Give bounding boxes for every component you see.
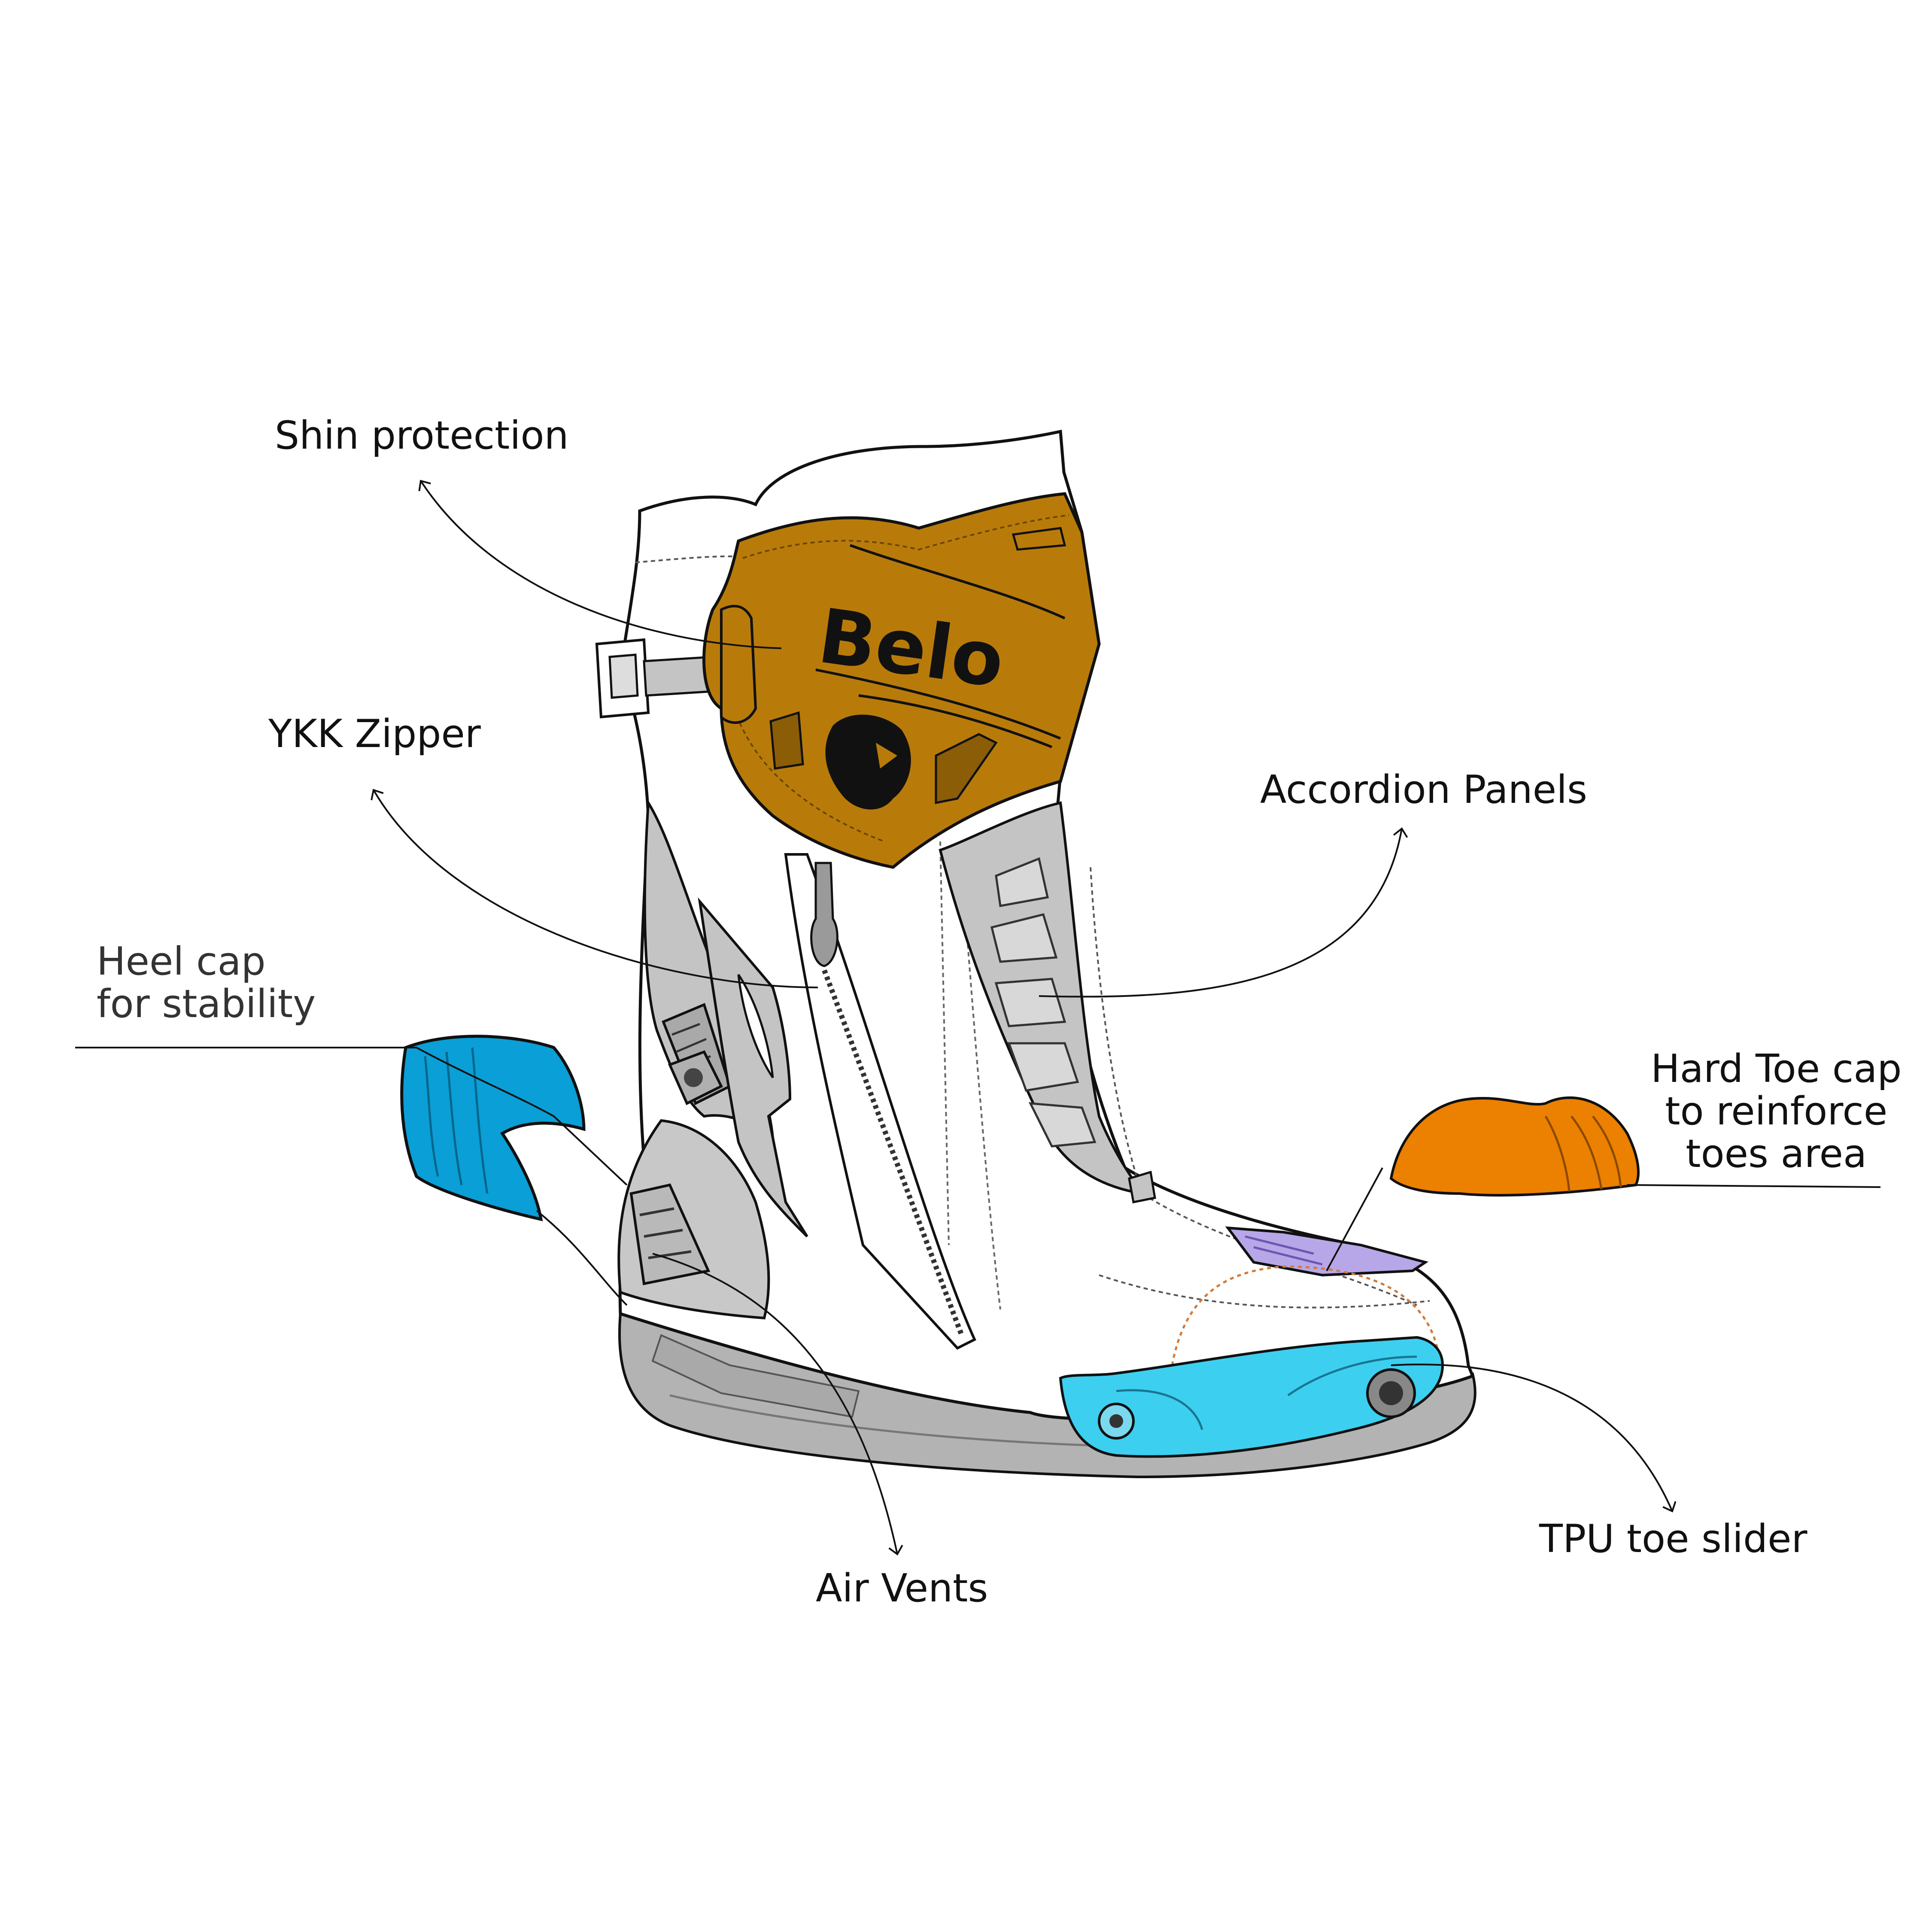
air-vents-label: Air Vents — [816, 1566, 988, 1611]
shin-guard-part — [702, 492, 1101, 869]
heel-cap-label-line-1: Heel cap — [97, 939, 266, 984]
ykk-zipper-label: YKK Zipper — [268, 711, 481, 756]
zipper-track — [784, 853, 976, 1350]
toe-slider-leader-line — [1391, 1364, 1677, 1513]
accordion-leader-line — [1039, 827, 1408, 998]
hard-toe-cap-label-line-1: Hard Toe cap — [1651, 1046, 1902, 1091]
bear-head-logo — [825, 714, 911, 810]
shin-protection-label: Shin protection — [275, 413, 569, 458]
hard-toe-cap-label-line-2: to reinforce — [1665, 1089, 1888, 1134]
shin-side-vent — [935, 733, 998, 805]
heel-cap-label: Heel cap for stability — [97, 940, 316, 1025]
air-vents-leader-line-1 — [536, 1210, 628, 1306]
shin-leader-line — [418, 480, 782, 649]
toe-vent — [1225, 1226, 1429, 1277]
air-vent-heel — [629, 1183, 711, 1285]
heel-leader-line — [75, 1047, 628, 1186]
ykk-leader-line — [371, 789, 818, 988]
tpu-toe-slider-label: TPU toe slider — [1539, 1516, 1807, 1561]
calf-arrow-graphic — [698, 897, 808, 1238]
hard-toe-cap-label: Hard Toe cap to reinforce toes area — [1651, 1048, 1902, 1175]
accordion-panels-label: Accordion Panels — [1260, 767, 1587, 812]
hard-toe-cap-part — [1389, 1096, 1640, 1197]
air-vents-leader-line-2 — [652, 1253, 903, 1555]
hard-toe-cap-label-line-3: toes area — [1686, 1131, 1867, 1176]
zipper-pull — [810, 862, 838, 967]
heel-cap-label-line-2: for stability — [97, 981, 316, 1027]
toe-cap-leader-line — [1326, 1167, 1881, 1271]
sole-grip-panel — [651, 1334, 860, 1418]
heel-cap-part — [400, 1035, 586, 1221]
